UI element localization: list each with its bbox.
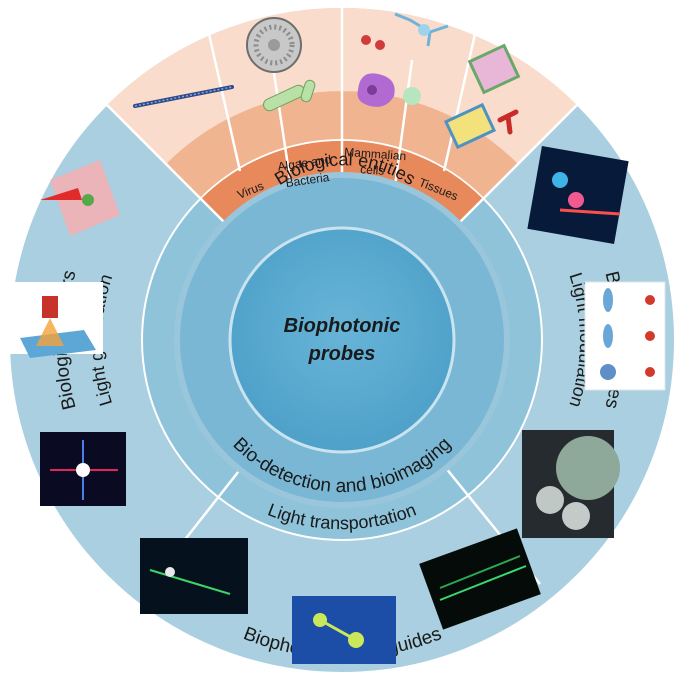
laser-emission-illustration (40, 432, 126, 506)
waveguide-fiber-illustration (140, 538, 248, 614)
microlens-diatom-illustration (522, 430, 620, 538)
bacteria-illustration (262, 79, 316, 112)
mammalian-cells-illustration (357, 12, 449, 107)
algae-label-line2: Bacteria (285, 170, 331, 190)
center-title-line1: Biophotonic (284, 315, 401, 337)
mammalian-label-line1: Mammalian (344, 145, 407, 163)
laser-cell-illustration (40, 160, 120, 236)
microlens-optics-illustration (584, 281, 666, 391)
microlens-laser-illustration (527, 145, 629, 245)
center-title-line2: probes (308, 343, 376, 365)
algae-diatom-illustration (246, 17, 302, 73)
mammalian-label-line2: cells (360, 162, 385, 178)
virus-illustration (133, 85, 234, 108)
center-circle (228, 226, 456, 454)
laser-microscope-illustration (8, 282, 103, 358)
waveguide-network-illustration (292, 596, 396, 664)
waveguide-beam-illustration (419, 528, 541, 630)
tissues-illustration (443, 43, 521, 150)
